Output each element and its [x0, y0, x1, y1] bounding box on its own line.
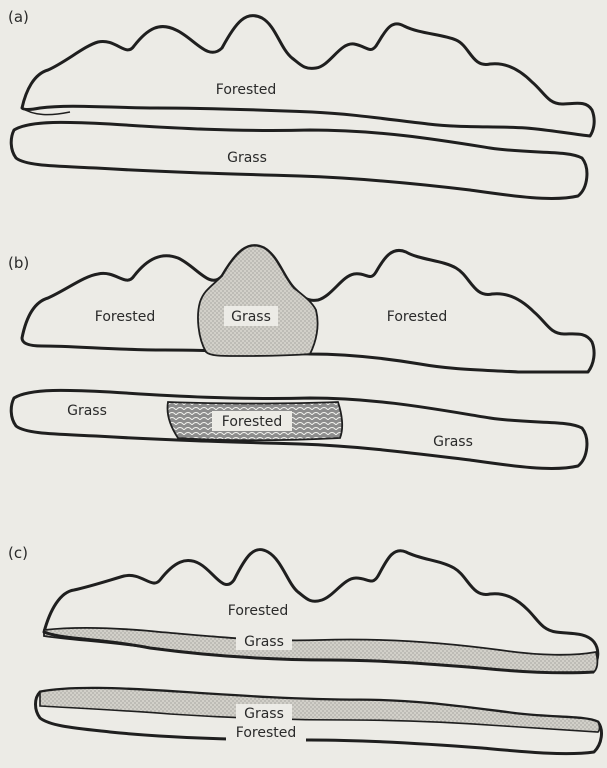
svg-text:Grass: Grass [67, 403, 107, 419]
svg-text:Grass: Grass [227, 150, 267, 166]
svg-text:Grass: Grass [244, 634, 284, 650]
svg-text:Forested: Forested [236, 725, 296, 741]
panel-b-label: (b) [8, 254, 29, 272]
panel-b-forested-patch-label: Forested [212, 411, 292, 431]
panel-b-grass-patch-label: Grass [224, 306, 278, 326]
svg-text:Forested: Forested [216, 82, 276, 98]
panel-b: (b) Forested Grass Forested Grass Forest… [8, 246, 594, 469]
panel-a: (a) Forested Grass [8, 8, 594, 198]
panel-a-grass-strip [11, 122, 587, 198]
svg-text:Grass: Grass [244, 706, 284, 722]
panel-a-forested-ridge [22, 16, 594, 136]
panel-c-lower-grass-label: Grass [236, 704, 292, 722]
panel-a-label: (a) [8, 8, 29, 26]
svg-text:Grass: Grass [433, 434, 473, 450]
panel-b-forested-right-label: Forested [377, 306, 457, 326]
panel-b-grass-left-label: Grass [58, 401, 116, 420]
panel-c-grass-label: Grass [236, 632, 292, 650]
panel-a-forested-label: Forested [206, 79, 286, 99]
panel-c-lower-grass [40, 688, 600, 732]
panel-c: (c) Forested Grass Grass Forested [8, 544, 601, 754]
panel-c-lower-forested-label: Forested [226, 723, 306, 742]
panel-b-grass-patch [198, 246, 318, 356]
svg-text:Forested: Forested [95, 309, 155, 325]
panel-b-grass-right-label: Grass [424, 432, 482, 451]
svg-text:Forested: Forested [228, 603, 288, 619]
panel-c-grass-band [44, 628, 597, 673]
panel-c-label: (c) [8, 544, 28, 562]
svg-text:Grass: Grass [231, 309, 271, 325]
svg-text:Forested: Forested [222, 414, 282, 430]
svg-text:Forested: Forested [387, 309, 447, 325]
panel-b-forested-left-label: Forested [86, 306, 164, 326]
panel-a-grass-label: Grass [218, 148, 276, 167]
panel-c-forested-label: Forested [218, 600, 298, 620]
